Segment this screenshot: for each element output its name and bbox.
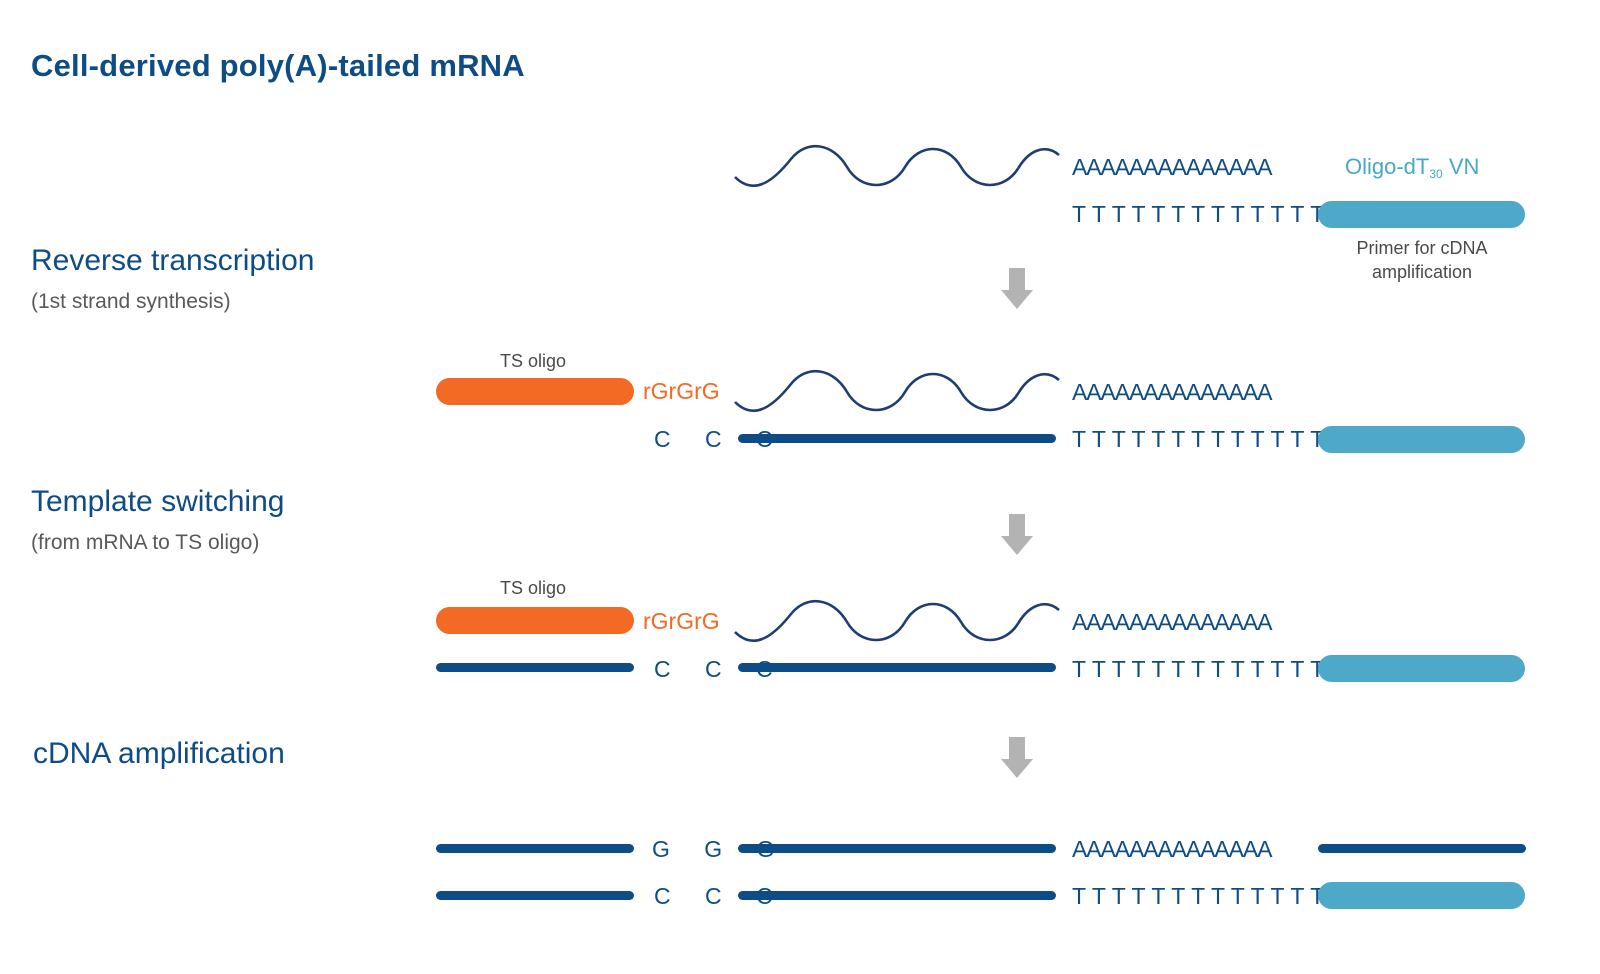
rgrgrg-sequence: rGrGrG — [643, 608, 720, 634]
poly-t-sequence: TTTTTTTTTTTTTT — [1072, 426, 1350, 452]
diagram-title: Cell-derived poly(A)-tailed mRNA — [31, 48, 525, 83]
oligo-dt-primer-bar — [1318, 426, 1525, 453]
amplified-top-strand-bar — [436, 844, 634, 853]
poly-t-sequence: TTTTTTTTTTTTTT — [1072, 201, 1350, 227]
poly-t-sequence: TTTTTTTTTTTTTT — [1072, 656, 1350, 682]
arrow-down-icon — [1001, 268, 1033, 309]
first-strand-cdna-bar — [738, 663, 1056, 672]
ts-oligo-label: TS oligo — [500, 578, 567, 598]
step-subtitle-reverse-transcription: (1st strand synthesis) — [31, 290, 231, 313]
oligo-dt-primer-bar — [1318, 201, 1525, 228]
step-title-cdna-amplification: cDNA amplification — [33, 737, 285, 770]
arrow-down-icon — [1001, 737, 1033, 778]
oligo-dt-primer-bar — [1318, 655, 1525, 682]
amplified-top-strand-bar — [1318, 844, 1526, 853]
arrow-down-icon — [1001, 514, 1033, 555]
mrna-wave-icon — [734, 369, 1060, 412]
poly-a-tail: AAAAAAAAAAAAAA — [1072, 379, 1272, 405]
extended-cdna-bar — [436, 663, 634, 672]
amplified-bottom-strand-bar — [436, 891, 634, 900]
poly-a-tail: AAAAAAAAAAAAAA — [1072, 609, 1272, 635]
step-title-reverse-transcription: Reverse transcription — [31, 244, 315, 277]
primer-label: Primer for cDNA amplification — [1356, 238, 1488, 282]
poly-t-sequence: TTTTTTTTTTTTTT — [1072, 883, 1350, 909]
step-title-template-switching: Template switching — [31, 485, 285, 518]
first-strand-cdna-bar — [738, 434, 1056, 443]
rgrgrg-sequence: rGrGrG — [643, 378, 720, 404]
step-subtitle-template-switching: (from mRNA to TS oligo) — [31, 531, 260, 554]
ts-oligo-bar — [436, 607, 634, 634]
ts-oligo-label: TS oligo — [500, 351, 567, 371]
poly-a-tail: AAAAAAAAAAAAAA — [1072, 154, 1272, 180]
amplified-bottom-strand-bar — [738, 891, 1056, 900]
amplified-top-strand-bar — [738, 844, 1056, 853]
ts-oligo-bar — [436, 378, 634, 405]
oligo-dt-primer-bar — [1318, 882, 1525, 909]
poly-a-tail: AAAAAAAAAAAAAA — [1072, 836, 1272, 862]
mrna-wave-icon — [734, 144, 1060, 187]
oligo-dt-label: Oligo-dT30 VN — [1345, 154, 1480, 181]
mrna-wave-icon — [734, 599, 1060, 642]
